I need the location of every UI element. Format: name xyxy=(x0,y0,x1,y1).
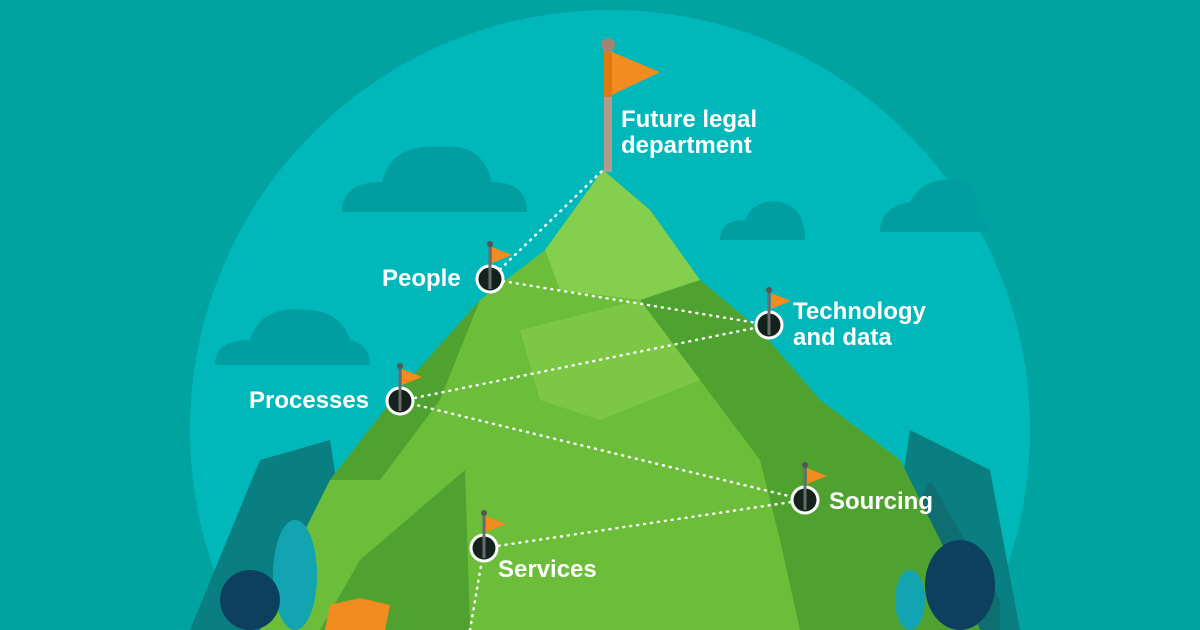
milestone-label-people: People xyxy=(382,265,461,292)
flag-icon xyxy=(771,293,791,309)
milestone-label-processes: Processes xyxy=(249,387,370,414)
milestone-label-sourcing: Sourcing xyxy=(829,488,934,515)
mountain xyxy=(260,170,980,630)
flag-icon xyxy=(807,468,827,484)
flag-pole-tip xyxy=(397,363,403,369)
flag-pole-tip xyxy=(766,287,772,293)
tent xyxy=(325,598,390,630)
flag-pole-tip xyxy=(487,241,493,247)
technology-label-line1: Technology xyxy=(793,298,926,325)
summit-label-line1: Future legal xyxy=(621,106,758,133)
tree xyxy=(925,540,995,630)
milestone-marker-people xyxy=(475,241,512,294)
tree xyxy=(220,570,280,630)
summit-label-line2: department xyxy=(621,132,752,159)
tree xyxy=(895,570,925,630)
milestone-marker-processes xyxy=(385,363,422,416)
technology-label-line2: and data xyxy=(793,324,892,351)
milestone-label-services: Services xyxy=(498,556,597,583)
milestone-marker-services xyxy=(469,510,506,563)
milestone-marker-technology xyxy=(754,287,791,340)
flag-icon xyxy=(402,369,422,385)
tree xyxy=(273,520,317,630)
summit-label: Future legal department xyxy=(621,107,757,159)
flag-pole-tip xyxy=(481,510,487,516)
trees xyxy=(220,520,995,630)
milestone-marker-sourcing xyxy=(790,462,827,515)
flag-icon xyxy=(486,516,506,532)
milestone-markers xyxy=(385,241,827,563)
summit-flag xyxy=(601,38,660,172)
flag-icon xyxy=(612,52,660,95)
flag-pole-tip xyxy=(802,462,808,468)
flag-icon xyxy=(492,247,512,263)
milestone-label-technology: Technology and data xyxy=(793,299,926,351)
clouds xyxy=(215,146,990,365)
